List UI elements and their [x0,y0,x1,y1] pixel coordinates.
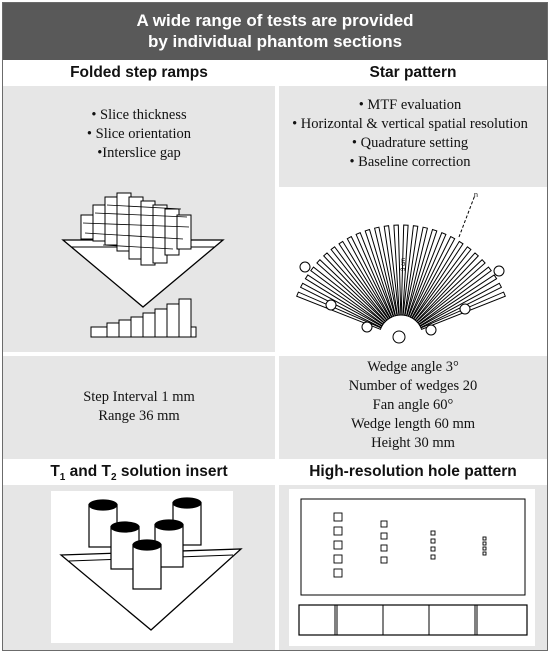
star-wedge [310,266,385,325]
ramps-image-cell [3,187,275,352]
ramp-specs-cell: Step Interval 1 mm Range 36 mm [3,356,275,459]
star-wedge [296,291,382,330]
star-specs-list: Wedge angle 3° Number of wedges 20 Fan a… [279,356,547,453]
hole-pattern-title: High-resolution hole pattern [279,459,547,485]
star-wedge [406,228,438,317]
star-spec-item: Wedge length 60 mm [350,416,476,432]
star-test-item: • MTF evaluation [358,97,462,113]
star-wedge [393,224,402,316]
star-wedge [411,240,464,320]
figure-header: A wide range of tests are provided by in… [3,3,547,60]
ramp-specs-list: Step Interval 1 mm Range 36 mm [3,356,275,426]
star-wedge [346,235,393,319]
star-wedge [413,246,472,321]
star-wedge [402,225,419,316]
star-wedge [383,225,400,316]
ramp-test-item: • Slice thickness [91,107,187,123]
title-part: and T [65,463,111,480]
star-wedge [316,258,386,324]
star-wedge [408,232,447,318]
star-spec-item: Fan angle 60° [372,397,454,413]
star-wedge [338,240,391,320]
star-wedge [417,266,492,325]
title-subscript: 1 [59,472,66,484]
t1t2-image-cell [3,485,275,650]
ramp-test-item: • Slice orientation [86,126,192,142]
solution-insert-drawing [3,485,275,650]
header-line-1: A wide range of tests are provided [136,11,414,30]
ramp-tests-list: • Slice thickness • Slice orientation •I… [3,86,275,163]
t1-t2-insert-title: T1 and T2 solution insert [3,459,275,485]
star-test-item: • Horizontal & vertical spatial resoluti… [292,116,528,132]
star-test-item: • Quadrature setting [351,135,469,151]
folded-step-ramps-drawing [3,187,275,352]
title-part: solution insert [116,463,228,480]
star-wedge [418,274,498,327]
ramp-test-item: •Interslice gap [97,145,181,161]
star-wedge [299,282,383,329]
star-test-item: • Baseline correction [349,154,471,170]
star-wedge [373,226,398,317]
ramp-tests-cell: • Slice thickness • Slice orientation •I… [3,86,275,187]
star-wedge [364,228,396,317]
star-wedge [414,252,480,322]
ramp-spec-item: Step Interval 1 mm [83,389,195,405]
star-scale-label: 3 cm [401,258,407,271]
ramp-spec-item: Range 36 mm [98,408,180,424]
star-wedge [416,258,486,324]
star-wedge [304,274,384,327]
header-line-2: by individual phantom sections [147,32,403,51]
star-tests-list: • MTF evaluation • Horizontal & vertical… [273,86,547,172]
star-spec-item: Height 30 mm [371,435,455,451]
hole-pattern-drawing [279,485,547,650]
star-spec-item: Number of wedges 20 [348,378,478,394]
star-pattern-drawing: n 3 cm [279,187,547,352]
title-subscript: 2 [111,472,117,484]
star-wedge [409,235,456,319]
star-wedge [404,226,429,317]
title-part: T [50,463,60,480]
star-image-cell: n 3 cm [279,187,547,352]
star-pattern-title: Star pattern [279,60,547,86]
star-spec-item: Wedge angle 3° [367,359,459,375]
star-wedge [330,246,389,321]
folded-step-ramps-title: Folded step ramps [3,60,275,86]
star-wedge [400,224,409,316]
star-wedge [419,282,503,329]
star-tests-cell: • MTF evaluation • Horizontal & vertical… [279,86,547,187]
star-wedge [355,232,394,318]
svg-text:n: n [474,192,478,199]
star-wedge [322,252,388,322]
hole-image-cell [279,485,547,650]
star-specs-cell: Wedge angle 3° Number of wedges 20 Fan a… [279,356,547,459]
